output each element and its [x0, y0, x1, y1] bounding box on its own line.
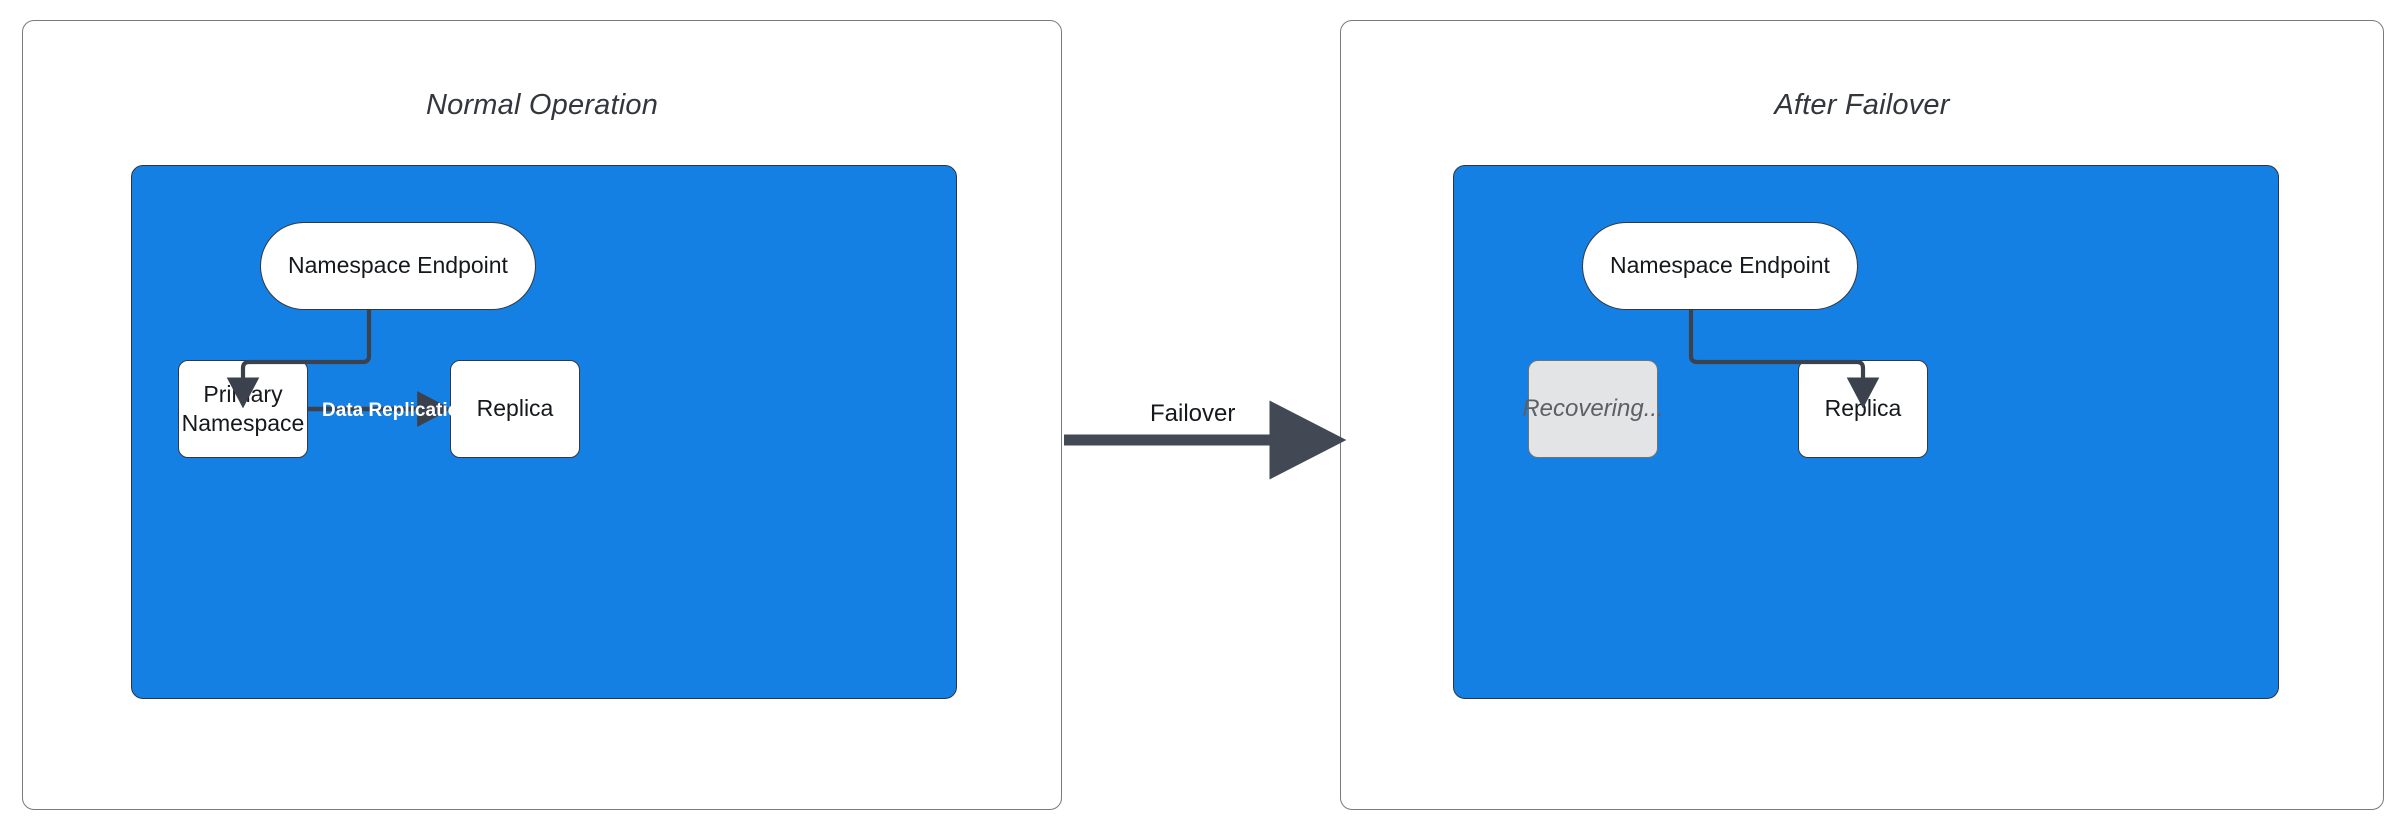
panel-normal-operation: Normal Operation Namespace Endpoint Prim…	[22, 20, 1062, 810]
node-recovering: Recovering...	[1522, 360, 1664, 458]
region-normal-operation: Namespace Endpoint Primary Namespace Rep…	[131, 165, 957, 699]
panel-title-normal-operation: Normal Operation	[425, 89, 659, 121]
node-namespace-endpoint-right[interactable]: Namespace Endpoint	[1582, 222, 1858, 310]
node-replica-right[interactable]: Replica	[1798, 360, 1928, 458]
edge-label-data-replication: Data Replication	[322, 400, 471, 421]
node-replica-left[interactable]: Replica	[450, 360, 580, 458]
node-primary-namespace[interactable]: Primary Namespace	[178, 360, 308, 458]
region-after-failover: Namespace Endpoint Recovering... Replica	[1453, 165, 2279, 699]
node-primary-namespace-label: Primary Namespace	[182, 380, 305, 439]
node-namespace-endpoint-left[interactable]: Namespace Endpoint	[260, 222, 536, 310]
panel-after-failover: After Failover Namespace Endpoint Recove…	[1340, 20, 2384, 810]
node-primary-line-2: Namespace	[181, 410, 305, 436]
panel-title-after-failover: After Failover	[1774, 89, 1950, 121]
node-primary-line-1: Primary	[203, 380, 283, 407]
failover-label: Failover	[1150, 400, 1236, 427]
